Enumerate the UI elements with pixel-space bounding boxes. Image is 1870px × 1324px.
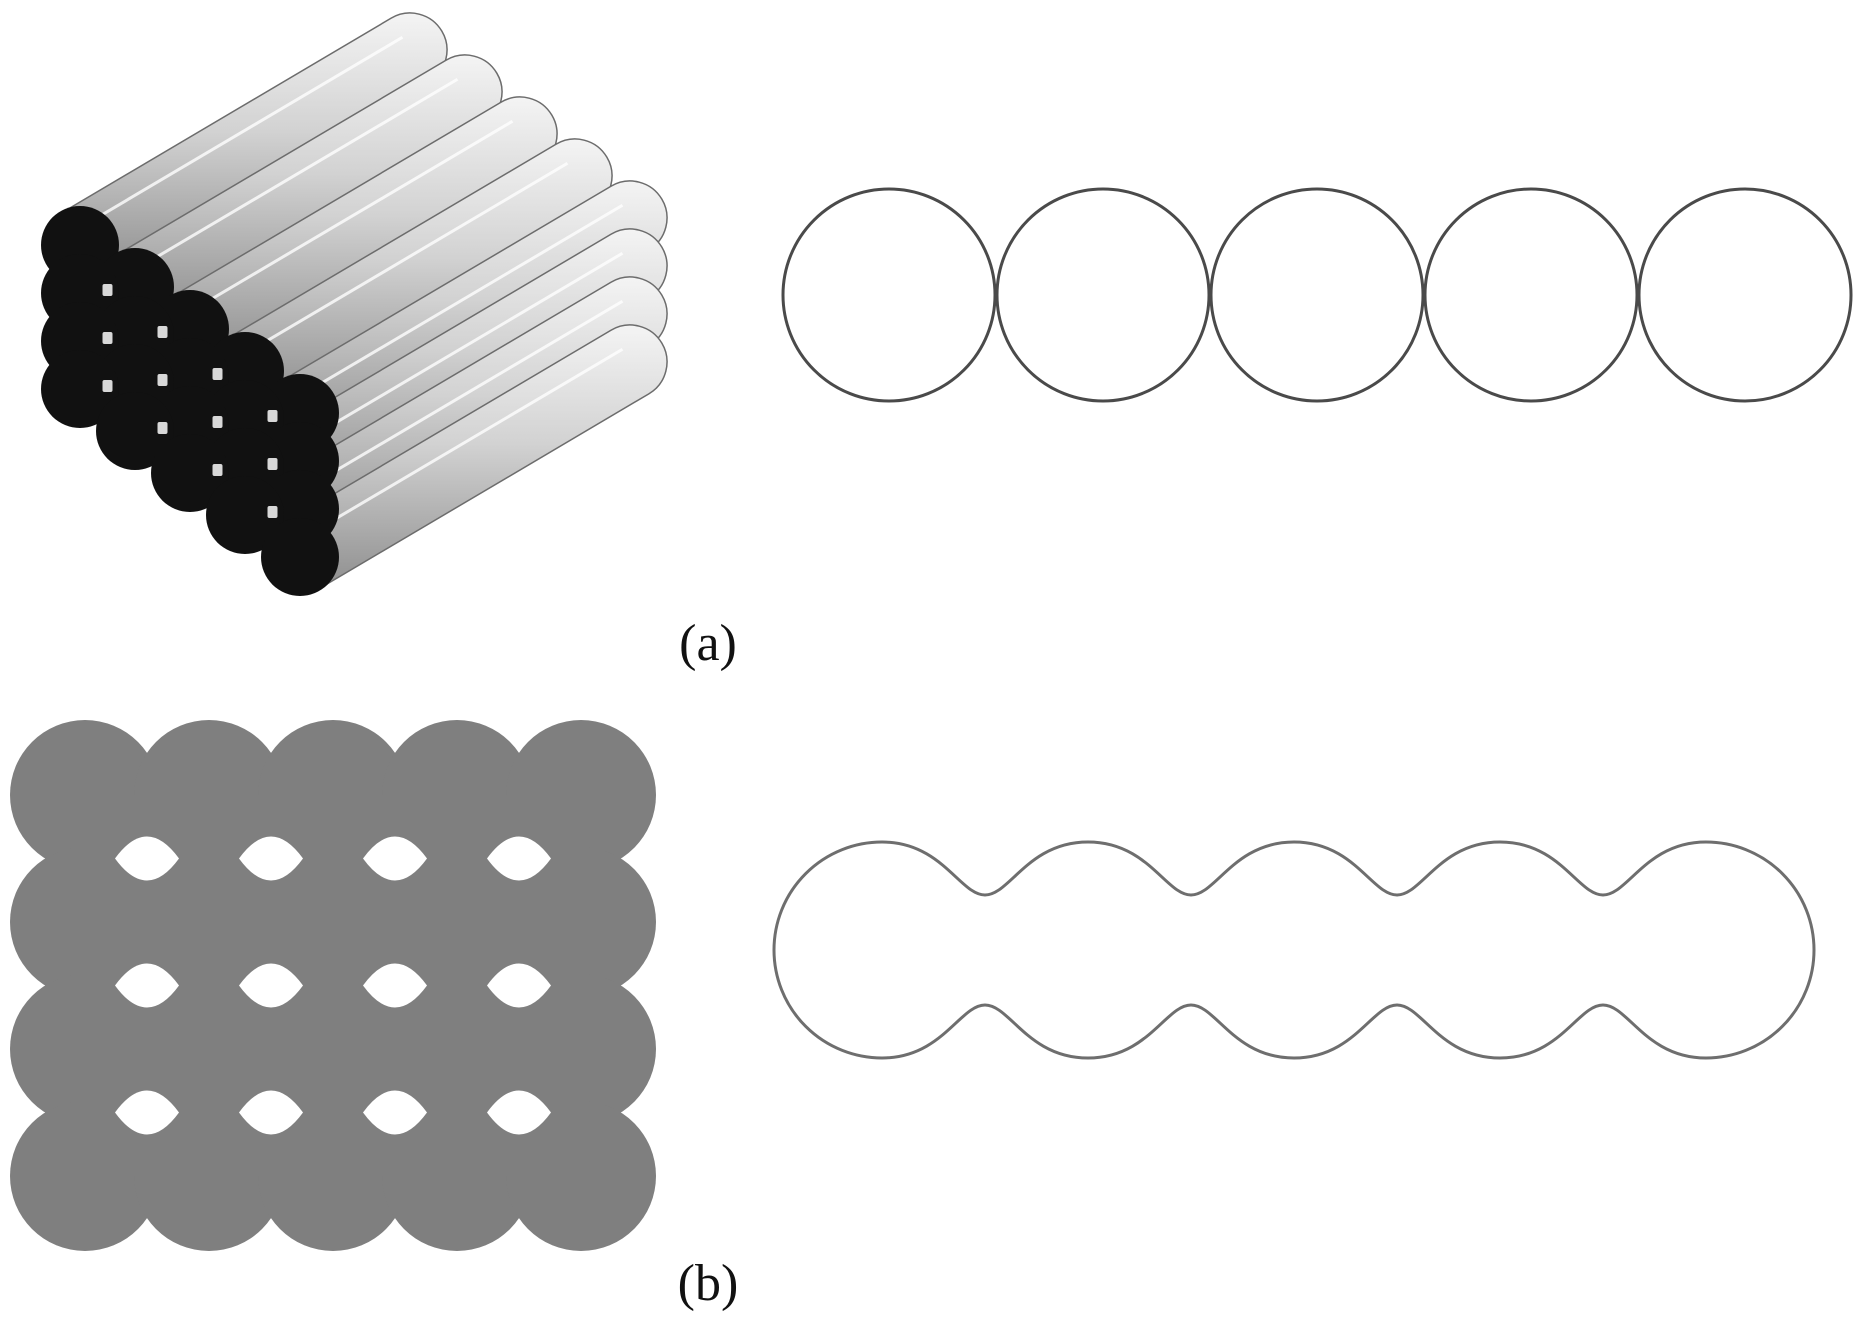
circle-outline [995,187,1211,403]
rod-highlight [181,119,514,318]
circle-outline [1423,187,1639,403]
circle-outline [781,187,997,403]
circle-outline [1209,187,1425,403]
rod-highlight [126,77,459,276]
rod-highlight [291,251,624,450]
rod-highlight [291,203,624,402]
pore-mark [212,416,223,428]
merged-circles-outline [772,840,1816,1060]
section-pore [115,836,179,881]
section-pore [239,836,303,881]
section-pore [115,963,179,1008]
section-pore [363,1090,427,1135]
rod-highlight [291,299,624,498]
pore-mark [267,506,278,518]
section-pore [239,963,303,1008]
panel-a-label: (a) [679,615,737,672]
panel-b-label: (b) [678,1255,739,1312]
rod-highlight [236,161,569,360]
rod-highlight [291,347,624,546]
pore-mark [267,410,278,422]
pore-mark [157,422,168,434]
section-pore [487,1090,551,1135]
sintered-section-icon [10,720,656,1251]
rod-highlight [71,35,404,234]
rod-end-face [96,392,174,470]
circle-outline [1637,187,1853,403]
section-pore [363,836,427,881]
rod-end-face [41,350,119,428]
rod-bundle-3d-icon [41,12,668,596]
pore-mark [102,284,113,296]
rod-end-face [261,518,339,596]
pore-mark [157,374,168,386]
merged-outline-path [772,840,1816,1060]
section-pore [363,963,427,1008]
pore-mark [267,458,278,470]
pore-mark [212,464,223,476]
rod-end-face [151,434,229,512]
separate-circles-outline [781,187,1853,403]
section-pore [487,963,551,1008]
pore-mark [157,326,168,338]
section-pore [115,1090,179,1135]
section-pore [487,836,551,881]
rod-body [280,324,668,590]
pore-mark [212,368,223,380]
pore-mark [102,380,113,392]
pore-mark [102,332,113,344]
rod-end-face [206,476,284,554]
section-pore [239,1090,303,1135]
